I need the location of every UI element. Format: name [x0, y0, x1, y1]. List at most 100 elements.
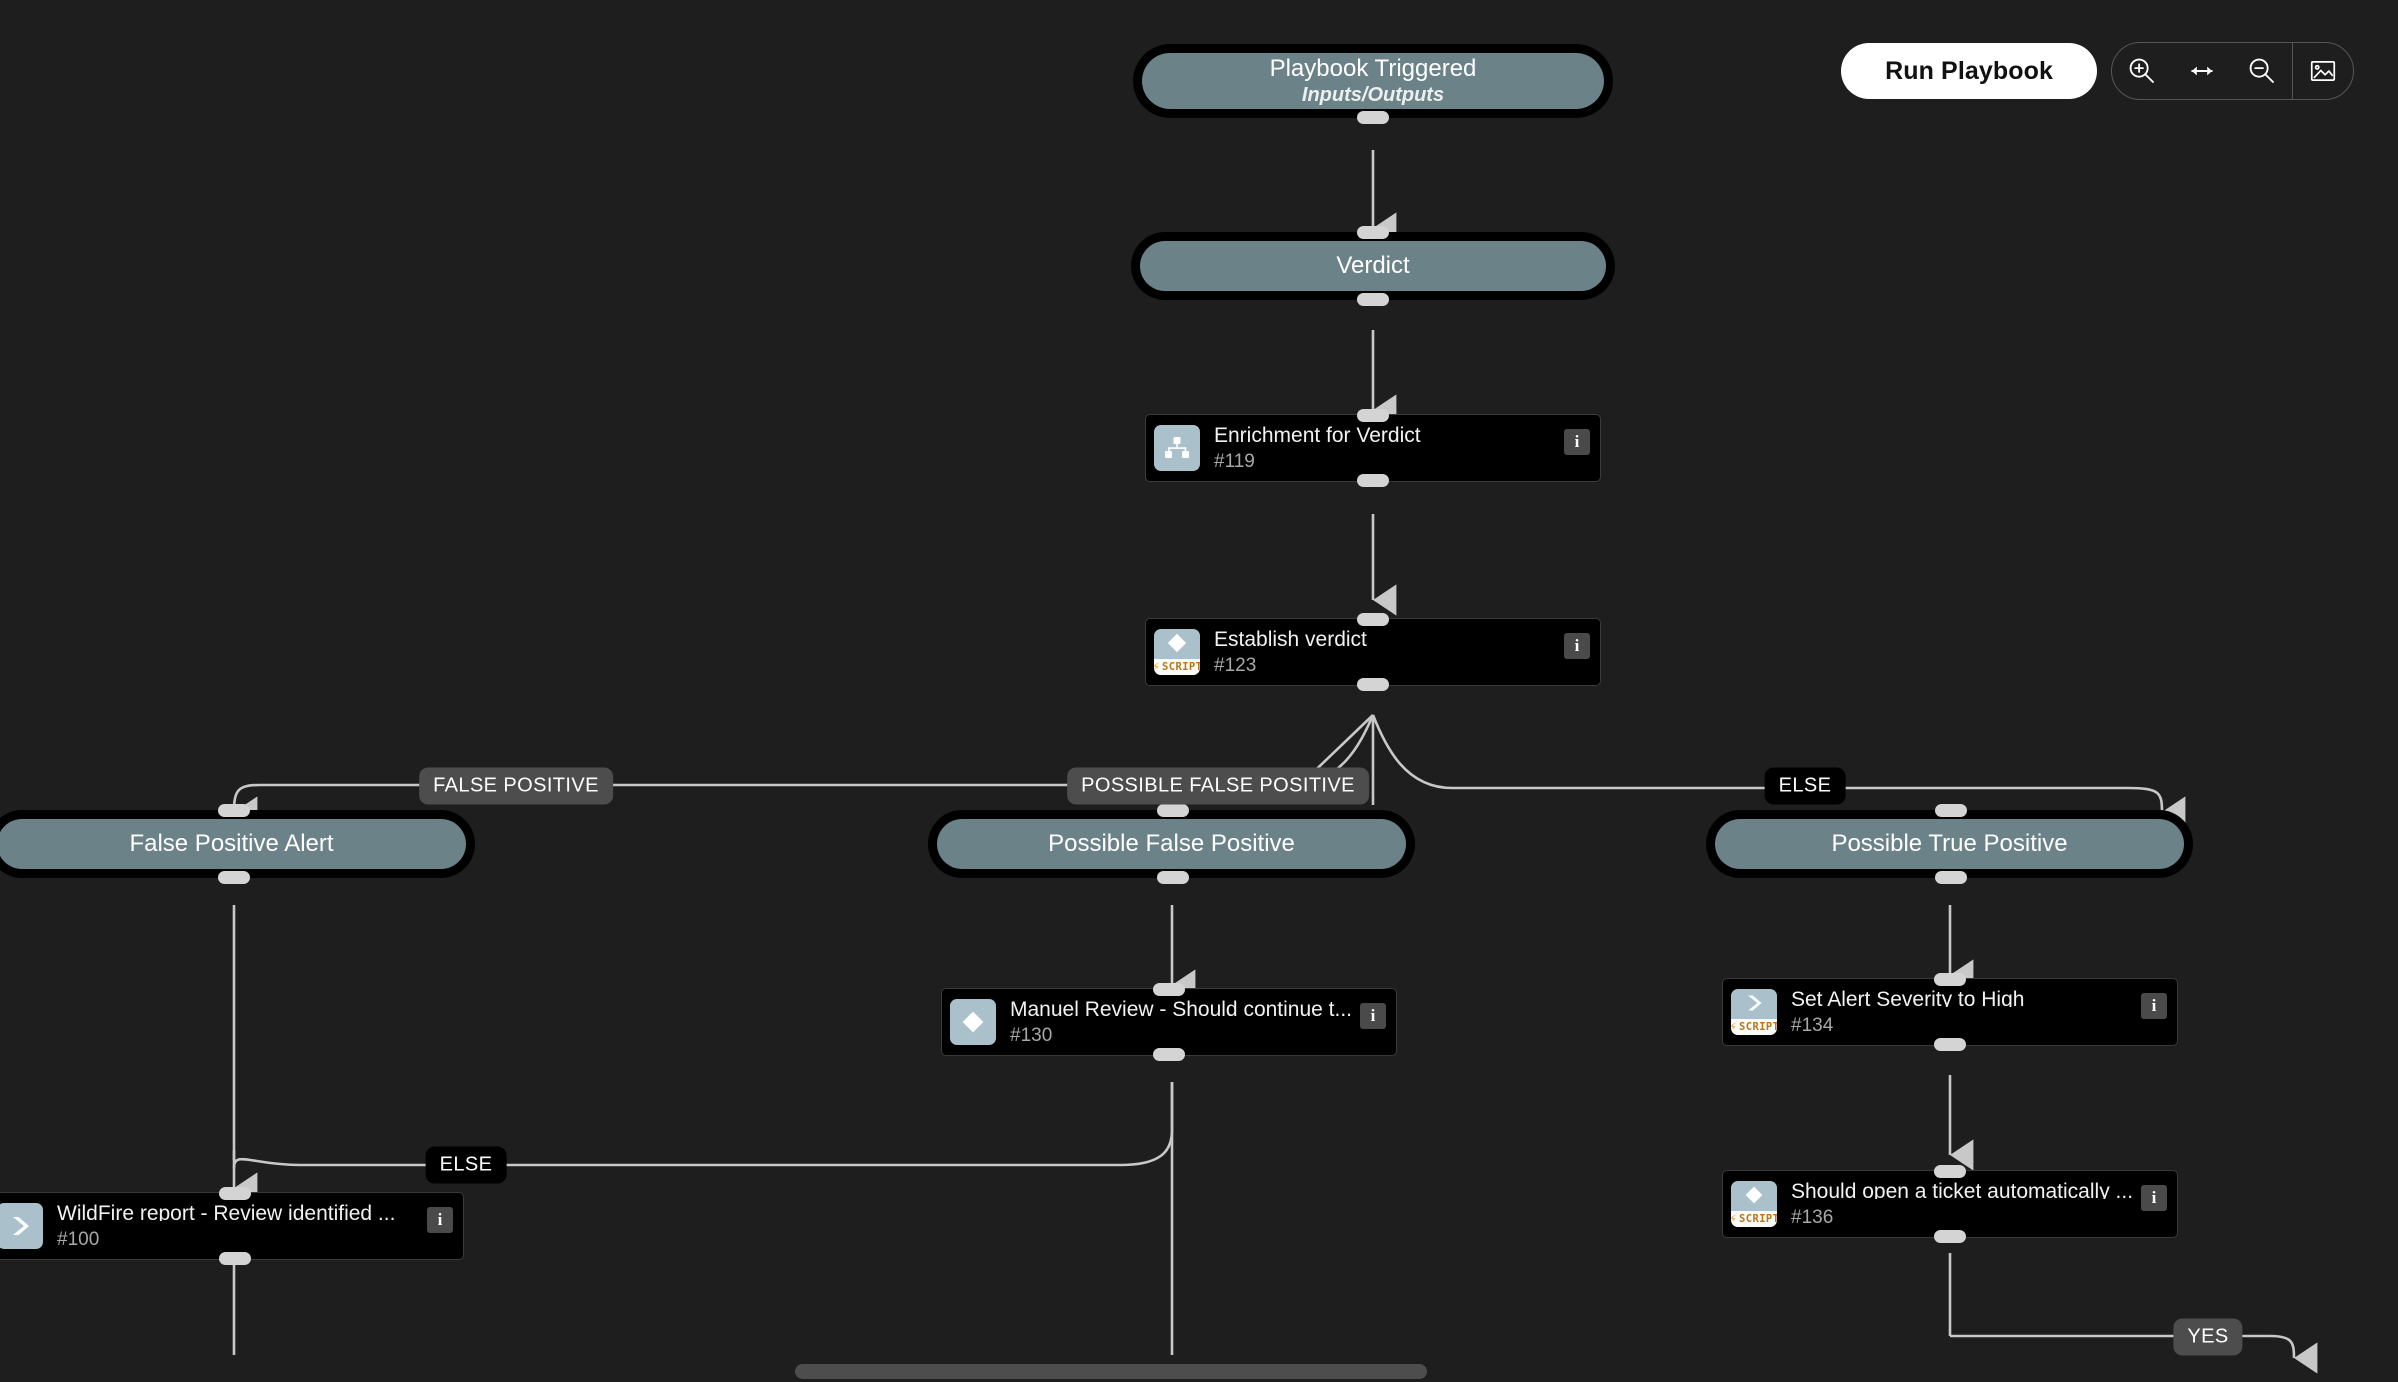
node-title: Possible True Positive: [1831, 830, 2068, 858]
card-body: WildFire report - Review identified ... …: [43, 1201, 427, 1251]
bolt-icon: ⚡: [1731, 1212, 1738, 1226]
node-possible-true-positive[interactable]: Possible True Positive: [1706, 804, 2193, 884]
canvas-toolbar: Run Playbook: [1841, 42, 2354, 100]
fit-width-glyph: [2191, 66, 2213, 76]
zoom-in-glyph: [2129, 58, 2154, 83]
node-enrichment-for-verdict[interactable]: Enrichment for Verdict #119 i: [1145, 409, 1601, 487]
condition-diamond-icon: [950, 999, 996, 1045]
connector-nub-top[interactable]: [1935, 804, 1967, 817]
chevron-icon: [13, 1217, 29, 1235]
connector-nub-top[interactable]: [1157, 804, 1189, 817]
connector-nub-bottom[interactable]: [1934, 1038, 1966, 1051]
node-manuel-review[interactable]: Manuel Review - Should continue t... #13…: [941, 983, 1397, 1061]
script-badge: ⚡ SCRIPT: [1731, 1019, 1777, 1035]
script-label: SCRIPT: [1739, 1020, 1777, 1033]
node-title: Enrichment for Verdict: [1214, 424, 1421, 444]
horizontal-scrollbar-thumb[interactable]: [795, 1364, 1427, 1379]
node-verdict[interactable]: Verdict: [1131, 226, 1615, 306]
node-id: #123: [1214, 655, 1257, 677]
node-subtitle: Inputs/Outputs: [1301, 84, 1445, 107]
connector-nub-top[interactable]: [218, 804, 250, 817]
zoom-out-icon[interactable]: [2232, 43, 2292, 99]
info-icon[interactable]: i: [1360, 1003, 1386, 1029]
node-title: Manuel Review - Should continue t...: [1010, 998, 1353, 1018]
connector-nub-top[interactable]: [1934, 973, 1966, 986]
info-icon[interactable]: i: [427, 1207, 453, 1233]
node-false-positive-alert[interactable]: False Positive Alert: [0, 804, 475, 884]
edge-label-yes[interactable]: YES: [2173, 1318, 2243, 1356]
run-playbook-button[interactable]: Run Playbook: [1841, 43, 2097, 99]
diamond-glyph: [1731, 1181, 1777, 1211]
chevron-glyph: [1731, 989, 1777, 1019]
fit-width-icon[interactable]: [2172, 43, 2232, 99]
connector-nub-bottom[interactable]: [1153, 1048, 1185, 1061]
node-possible-false-positive[interactable]: Possible False Positive: [928, 804, 1415, 884]
card-body: Enrichment for Verdict #119: [1200, 423, 1564, 473]
horizontal-scrollbar[interactable]: [0, 1360, 2398, 1382]
edge-label-possible-false-positive[interactable]: POSSIBLE FALSE POSITIVE: [1067, 767, 1369, 805]
subplaybook-glyph: [1154, 425, 1200, 471]
connector-nub-bottom[interactable]: [1357, 678, 1389, 691]
connector-nub-bottom[interactable]: [1357, 293, 1389, 306]
node-playbook-triggered-body: Playbook Triggered Inputs/Outputs: [1142, 53, 1604, 109]
node-title: Set Alert Severity to High: [1791, 988, 2025, 1008]
connector-nub-bottom[interactable]: [218, 871, 250, 884]
script-badge: ⚡ SCRIPT: [1731, 1211, 1777, 1227]
image-glyph: [2310, 61, 2336, 81]
node-title: Playbook Triggered: [1269, 54, 1477, 82]
node-title: Possible False Positive: [1048, 830, 1295, 858]
node-title: Should open a ticket automatically ...: [1791, 1180, 2134, 1200]
connector-nub-bottom[interactable]: [1357, 474, 1389, 487]
connector-nub-top[interactable]: [1357, 226, 1389, 239]
edge-label-else-left[interactable]: ELSE: [425, 1146, 507, 1184]
connector-nub-top[interactable]: [1357, 613, 1389, 626]
node-possible-true-positive-body: Possible True Positive: [1715, 819, 2184, 869]
node-id: #130: [1010, 1025, 1053, 1047]
bolt-icon: ⚡: [1154, 660, 1161, 674]
chevron-glyph: [0, 1203, 43, 1249]
zoom-in-icon[interactable]: [2112, 43, 2172, 99]
node-possible-false-positive-body: Possible False Positive: [937, 819, 1406, 869]
bolt-icon: ⚡: [1731, 1020, 1738, 1034]
info-icon[interactable]: i: [1564, 633, 1590, 659]
toolbar-separator: [2292, 43, 2293, 99]
diamond-glyph: [1154, 629, 1200, 659]
edge-label-false-positive[interactable]: FALSE POSITIVE: [419, 767, 613, 805]
connector-nub-bottom[interactable]: [219, 1252, 251, 1265]
diamond-icon: [1745, 1186, 1763, 1204]
node-establish-verdict[interactable]: ⚡ SCRIPT Establish verdict #123 i: [1145, 613, 1601, 691]
connector-nub-top[interactable]: [219, 1187, 251, 1200]
diamond-icon: [1167, 633, 1187, 653]
node-id: #136: [1791, 1207, 1834, 1229]
node-playbook-triggered[interactable]: Playbook Triggered Inputs/Outputs: [1133, 44, 1613, 124]
diamond-icon: [962, 1011, 984, 1033]
node-id: #100: [57, 1229, 100, 1251]
connector-nub-bottom[interactable]: [1934, 1230, 1966, 1243]
node-verdict-body: Verdict: [1140, 241, 1606, 291]
node-title: Verdict: [1336, 252, 1410, 280]
node-id: #134: [1791, 1015, 1834, 1037]
info-icon[interactable]: i: [2141, 993, 2167, 1019]
script-label: SCRIPT: [1162, 660, 1200, 673]
image-icon[interactable]: [2293, 43, 2353, 99]
script-badge: ⚡ SCRIPT: [1154, 659, 1200, 675]
info-icon[interactable]: i: [1564, 429, 1590, 455]
condition-diamond-icon: ⚡ SCRIPT: [1154, 629, 1200, 675]
zoom-out-glyph: [2249, 58, 2274, 83]
connector-nub-bottom[interactable]: [1157, 871, 1189, 884]
chevron-task-icon: ⚡ SCRIPT: [1731, 989, 1777, 1035]
connector-nub-bottom[interactable]: [1935, 871, 1967, 884]
connector-nub-top[interactable]: [1357, 409, 1389, 422]
diamond-glyph: [950, 999, 996, 1045]
chevron-icon: [1748, 995, 1762, 1011]
node-set-alert-severity[interactable]: ⚡ SCRIPT Set Alert Severity to High #134…: [1722, 973, 2178, 1051]
connector-nub-top[interactable]: [1934, 1165, 1966, 1178]
connector-nub-bottom[interactable]: [1357, 111, 1389, 124]
edge-label-else-right[interactable]: ELSE: [1764, 767, 1846, 805]
node-wildfire-report[interactable]: WildFire report - Review identified ... …: [0, 1187, 464, 1265]
info-icon[interactable]: i: [2141, 1185, 2167, 1211]
node-should-open-ticket[interactable]: ⚡ SCRIPT Should open a ticket automatica…: [1722, 1165, 2178, 1243]
connector-nub-top[interactable]: [1153, 983, 1185, 996]
node-title: WildFire report - Review identified ...: [57, 1202, 396, 1222]
